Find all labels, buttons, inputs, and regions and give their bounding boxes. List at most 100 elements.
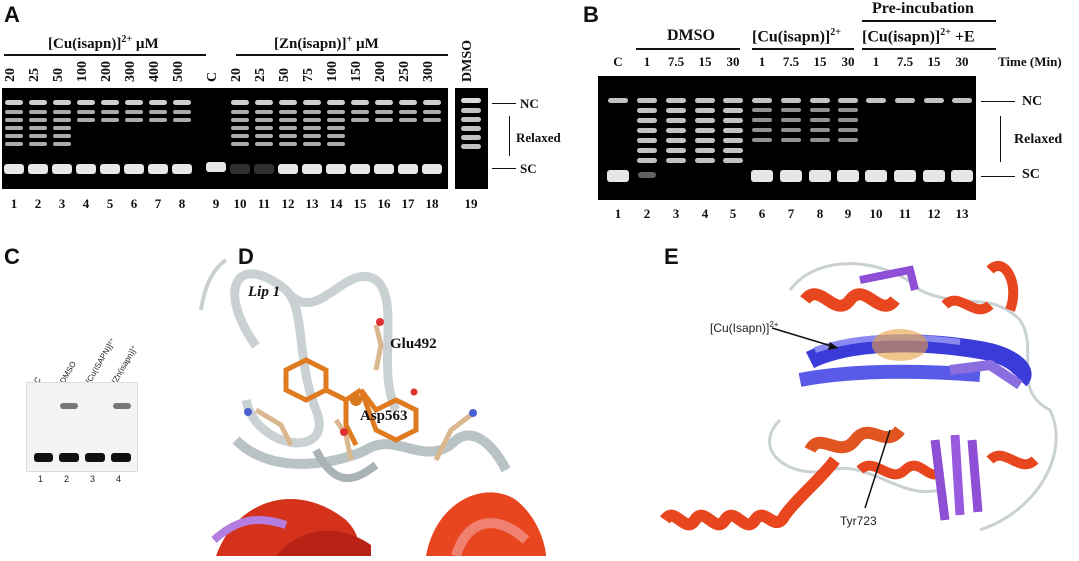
panel-c-gel [26,382,138,472]
gel-band-sc [607,170,629,182]
sheet-shape [950,434,965,516]
gel-band-relaxed [838,128,858,132]
panel-a-lane-label-1: 20 [3,68,18,82]
panel-a-lane-number-19: 19 [464,196,478,211]
panel-a-lane-number-17: 17 [401,196,415,211]
gel-band-sc [923,170,945,182]
gel-band-sc [809,170,831,182]
gel-band-relaxed [399,118,417,122]
gel-band-relaxed [231,110,249,114]
gel-band-relaxed [423,110,441,114]
gel-band-relaxed [53,118,71,122]
panel-b-lane-label-3: 7.5 [667,54,685,69]
gel-band-nc [695,98,715,103]
gel-band-nc [53,100,71,105]
gel-band-relaxed [723,118,743,123]
gel-band-relaxed [351,118,369,122]
helix-shape [276,530,371,556]
gel-band-relaxed [231,126,249,130]
gel-band-relaxed [723,138,743,143]
panel-b-preinc-sub-underline [862,48,996,50]
gel-band-relaxed [399,110,417,114]
gel-band-sc [374,164,394,174]
gel-band-relaxed [327,142,345,146]
panel-d-label: D [238,244,254,269]
panel-b-preinc-subheader: [Cu(isapn)]2+ +E [862,27,975,46]
panel-d-structure [196,250,556,558]
gel-band-nc [838,98,858,103]
gel-band-nc [231,100,249,105]
panel-e-tyr723-label: Tyr723 [840,514,877,528]
helix-shape [451,518,530,558]
gel-band-nc [866,98,886,103]
gel-band-nc [895,98,915,103]
panel-c-lane-number-2: 2 [64,474,70,484]
panel-d-svg [199,258,546,558]
gel-band-relaxed [231,134,249,138]
panel-c-band-2 [59,453,79,462]
gel-band-nc [375,100,393,105]
panel-b-sc-tick [981,176,1015,177]
panel-a-lane-number-18: 18 [425,196,439,211]
gel-band-relaxed [666,118,686,123]
gel-band-relaxed [695,158,715,163]
panel-a-lane-number-2: 2 [34,196,42,211]
panel-a-lane-number-6: 6 [130,196,138,211]
panel-a-lane-label-16: 200 [373,61,388,82]
panel-a-lane-label-6: 300 [123,61,138,82]
gel-band-nc [279,100,297,105]
gel-band-sc [302,164,322,174]
gel-band-nc [399,100,417,105]
sheet-shape [859,265,919,291]
gel-band-relaxed [838,108,858,112]
gel-band-relaxed [255,118,273,122]
panel-b-lane-number-10: 10 [869,206,883,221]
panel-c-band-4 [111,453,131,462]
panel-b-lane-number-5: 5 [729,206,737,221]
gel-band-relaxed [279,110,297,114]
panel-b-label: B [583,2,599,27]
gel-band-sc [278,164,298,174]
ligand [283,357,419,447]
panel-b-lane-number-9: 9 [844,206,852,221]
gel-band-relaxed [101,118,119,122]
gel-band-relaxed [5,134,23,138]
gel-band-nc [423,100,441,105]
panel-a-lane-number-1: 1 [10,196,18,211]
residue-sticks [254,324,473,462]
panel-b-lane-label-5: 30 [726,54,740,69]
gel-band-relaxed [173,118,191,122]
gel-band-relaxed [29,118,47,122]
gel-band-relaxed [279,134,297,138]
gel-band-relaxed [279,126,297,130]
gel-band-sc [254,164,274,174]
panel-a-cu-underline [4,54,206,56]
copper-atom [350,394,362,406]
gel-band-relaxed [255,126,273,130]
gel-band-relaxed [29,142,47,146]
gel-band-relaxed [666,158,686,163]
gel-band-relaxed [781,108,801,112]
panel-a-lane-number-14: 14 [329,196,343,211]
panel-a-lane-label-4: 100 [75,61,90,82]
gel-band-relaxed [327,118,345,122]
gel-band-relaxed [279,142,297,146]
panel-a-lane-number-11: 11 [257,196,271,211]
gel-band-relaxed [231,118,249,122]
gel-band-sc [422,164,442,174]
panel-b-lane-label-2: 1 [643,54,651,69]
gel-band-relaxed [666,108,686,113]
gel-band-relaxed [53,126,71,130]
gel-band-relaxed [303,142,321,146]
gel-band-relaxed [77,110,95,114]
gel-band-nc [303,100,321,105]
oxygen-atoms [340,318,418,436]
gel-band-relaxed [723,158,743,163]
gel-band-relaxed [461,135,481,140]
gel-band-relaxed [637,128,657,133]
panel-b-cu-header: [Cu(isapn)]2+ [752,27,841,46]
gel-band-relaxed [723,108,743,113]
panel-a-lane-label-8: 500 [171,61,186,82]
gel-band-relaxed [303,134,321,138]
gel-band-relaxed [53,142,71,146]
